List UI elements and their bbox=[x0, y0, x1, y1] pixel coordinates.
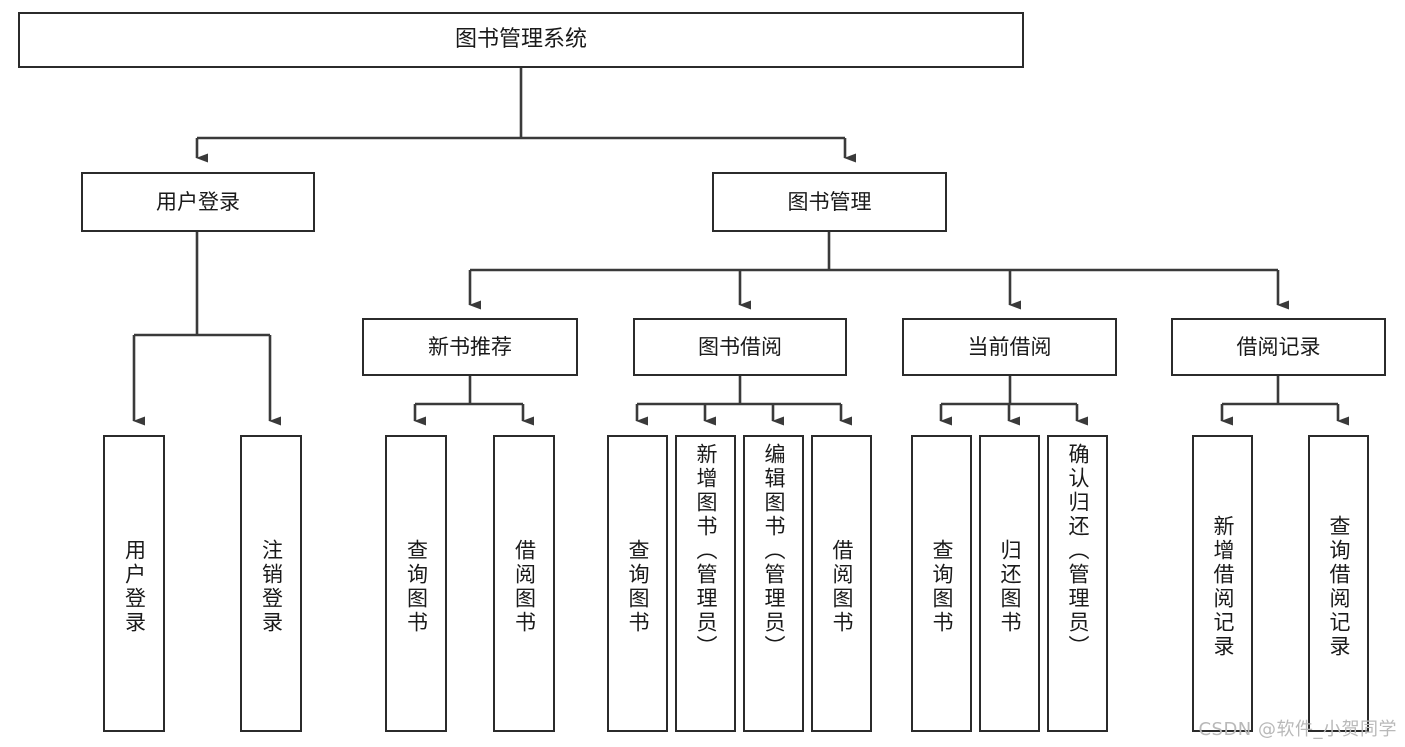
leaf-current-borrow-confirm-return-admin[interactable]: 确认归还（管理员） bbox=[1047, 435, 1108, 732]
node-label: 当前借阅 bbox=[967, 334, 1052, 359]
node-user-login[interactable]: 用户登录 bbox=[81, 172, 315, 232]
node-label: 查询借阅记录 bbox=[1327, 514, 1351, 659]
leaf-user-login-logout[interactable]: 注销登录 bbox=[240, 435, 302, 732]
leaf-borrow-record-query-record[interactable]: 查询借阅记录 bbox=[1308, 435, 1369, 732]
node-book-borrow[interactable]: 图书借阅 bbox=[633, 318, 847, 376]
node-label: 用户登录 bbox=[122, 538, 147, 635]
leaf-book-borrow-query-book[interactable]: 查询图书 bbox=[607, 435, 668, 732]
leaf-book-borrow-edit-book-admin[interactable]: 编辑图书（管理员） bbox=[743, 435, 804, 732]
node-label: 借阅图书 bbox=[512, 538, 537, 635]
node-label: 用户登录 bbox=[156, 189, 240, 214]
leaf-new-book-query-book[interactable]: 查询图书 bbox=[385, 435, 447, 732]
node-current-borrow[interactable]: 当前借阅 bbox=[902, 318, 1117, 376]
leaf-current-borrow-query-book[interactable]: 查询图书 bbox=[911, 435, 972, 732]
node-label: 新增图书（管理员） bbox=[694, 443, 718, 659]
node-label: 查询图书 bbox=[626, 538, 650, 635]
node-borrow-record[interactable]: 借阅记录 bbox=[1171, 318, 1386, 376]
leaf-new-book-borrow-book[interactable]: 借阅图书 bbox=[493, 435, 555, 732]
node-label: 编辑图书（管理员） bbox=[762, 443, 786, 659]
leaf-user-login-login[interactable]: 用户登录 bbox=[103, 435, 165, 732]
node-label: 归还图书 bbox=[998, 538, 1022, 635]
node-book-management[interactable]: 图书管理 bbox=[712, 172, 947, 232]
node-label: 查询图书 bbox=[930, 538, 954, 635]
node-label: 新书推荐 bbox=[428, 334, 512, 359]
node-label: 图书管理系统 bbox=[454, 27, 587, 53]
node-label: 借阅图书 bbox=[830, 538, 854, 635]
node-label: 新增借阅记录 bbox=[1211, 514, 1235, 659]
node-book-management-system[interactable]: 图书管理系统 bbox=[18, 12, 1024, 68]
node-label: 查询图书 bbox=[404, 538, 429, 635]
node-label: 图书管理 bbox=[787, 189, 872, 214]
leaf-borrow-record-add-record[interactable]: 新增借阅记录 bbox=[1192, 435, 1253, 732]
leaf-current-borrow-return-book[interactable]: 归还图书 bbox=[979, 435, 1040, 732]
node-label: 注销登录 bbox=[259, 538, 284, 635]
node-label: 图书借阅 bbox=[698, 334, 782, 359]
node-label: 确认归还（管理员） bbox=[1066, 443, 1090, 659]
node-label: 借阅记录 bbox=[1236, 334, 1321, 359]
leaf-book-borrow-add-book-admin[interactable]: 新增图书（管理员） bbox=[675, 435, 736, 732]
leaf-book-borrow-borrow-book[interactable]: 借阅图书 bbox=[811, 435, 872, 732]
node-new-book-recommend[interactable]: 新书推荐 bbox=[362, 318, 578, 376]
